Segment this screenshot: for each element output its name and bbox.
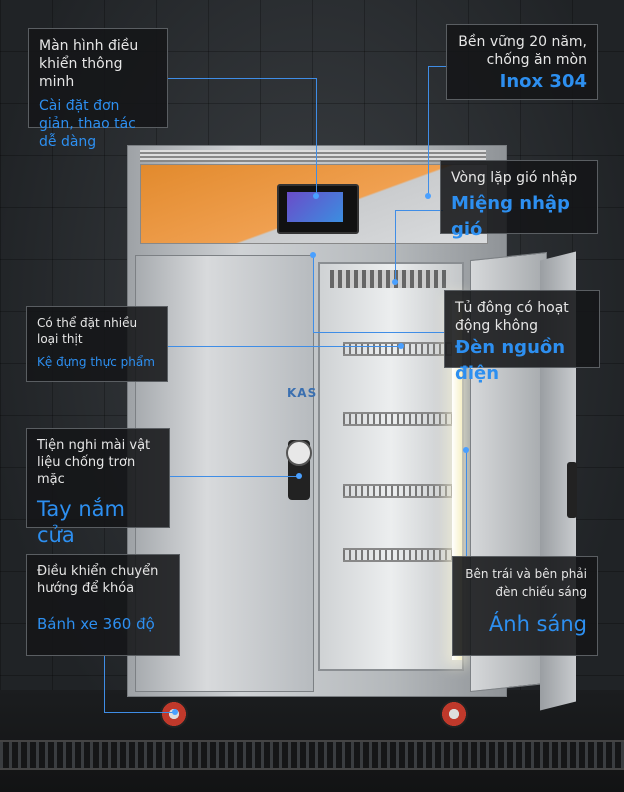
- dot-wheel: [172, 709, 178, 715]
- callout-rack: Có thể đặt nhiều loại thịt Kệ đựng thực …: [26, 306, 168, 382]
- leader-inox-v: [428, 66, 429, 196]
- callout-rack-title: Có thể đặt nhiều loại thịt: [37, 316, 138, 346]
- callout-rack-highlight: Kệ đựng thực phẩm: [37, 355, 155, 369]
- dot-inox: [425, 193, 431, 199]
- leader-intake-v: [395, 210, 396, 282]
- leader-inox: [428, 66, 448, 67]
- right-door-handle: [567, 462, 577, 518]
- leader-rack: [168, 346, 400, 347]
- callout-power: Tủ đông có hoạt động không Đèn nguồn điệ…: [444, 290, 600, 384]
- leader-light: [466, 450, 467, 556]
- leader-handle: [170, 476, 298, 477]
- callout-durability: Bền vững 20 năm, chống ăn mòn Inox 304: [446, 24, 598, 100]
- leader-wheel-h: [104, 712, 174, 713]
- callout-screen: Màn hình điều khiển thông minh Cài đặt đ…: [28, 28, 168, 150]
- callout-power-title: Tủ đông có hoạt động không: [455, 300, 569, 334]
- callout-light-title: Bên trái và bên phải đèn chiếu sáng: [465, 567, 587, 599]
- leader-screen-v: [316, 78, 317, 196]
- callout-handle-title: Tiện nghi mài vật liệu chống trơn mặc: [37, 438, 151, 487]
- callout-wheel-title: Điều khiển chuyển hướng để khóa: [37, 564, 159, 596]
- dot-intake: [392, 279, 398, 285]
- top-vent: [140, 150, 486, 162]
- leader-wheel: [104, 656, 105, 712]
- callout-screen-highlight: Cài đặt đơn giản, thao tác dễ dàng: [39, 98, 136, 150]
- dot-screen: [313, 193, 319, 199]
- leader-power: [313, 332, 444, 333]
- callout-durability-highlight: Inox 304: [499, 71, 587, 92]
- door-lock-knob: [286, 440, 312, 466]
- callout-air-intake: Vòng lặp gió nhập Miệng nhập gió: [440, 160, 598, 240]
- leader-screen: [168, 78, 316, 79]
- brand-logo: KASU: [287, 386, 328, 400]
- dot-handle: [296, 473, 302, 479]
- callout-wheel: Điều khiển chuyển hướng để khóa Bánh xe …: [26, 554, 180, 656]
- callout-light-highlight: Ánh sáng: [488, 612, 587, 636]
- callout-air-intake-highlight: Miệng nhập gió: [451, 193, 570, 240]
- dot-rack: [398, 343, 404, 349]
- air-intake-vent: [330, 270, 450, 288]
- callout-handle: Tiện nghi mài vật liệu chống trơn mặc Ta…: [26, 428, 170, 547]
- callout-durability-title: Bền vững 20 năm, chống ăn mòn: [458, 34, 587, 68]
- light-strip: [452, 300, 462, 660]
- freezer-interior: [318, 262, 464, 671]
- shelf-3: [343, 484, 455, 498]
- leader-power-v: [313, 255, 314, 333]
- callout-wheel-highlight: Bánh xe 360 độ: [37, 615, 155, 633]
- control-screen: [277, 184, 359, 234]
- dot-light: [463, 447, 469, 453]
- floor-grate: [0, 740, 624, 770]
- callout-handle-highlight: Tay nắm cửa: [37, 497, 125, 547]
- wheel-right: [440, 700, 468, 728]
- callout-light: Bên trái và bên phải đèn chiếu sáng Ánh …: [452, 556, 598, 656]
- shelf-4: [343, 548, 455, 562]
- callout-power-highlight: Đèn nguồn điện: [455, 337, 566, 384]
- callout-screen-title: Màn hình điều khiển thông minh: [39, 38, 139, 90]
- callout-air-intake-title: Vòng lặp gió nhập: [451, 170, 578, 186]
- leader-intake: [395, 210, 443, 211]
- shelf-2: [343, 412, 455, 426]
- dot-power: [310, 252, 316, 258]
